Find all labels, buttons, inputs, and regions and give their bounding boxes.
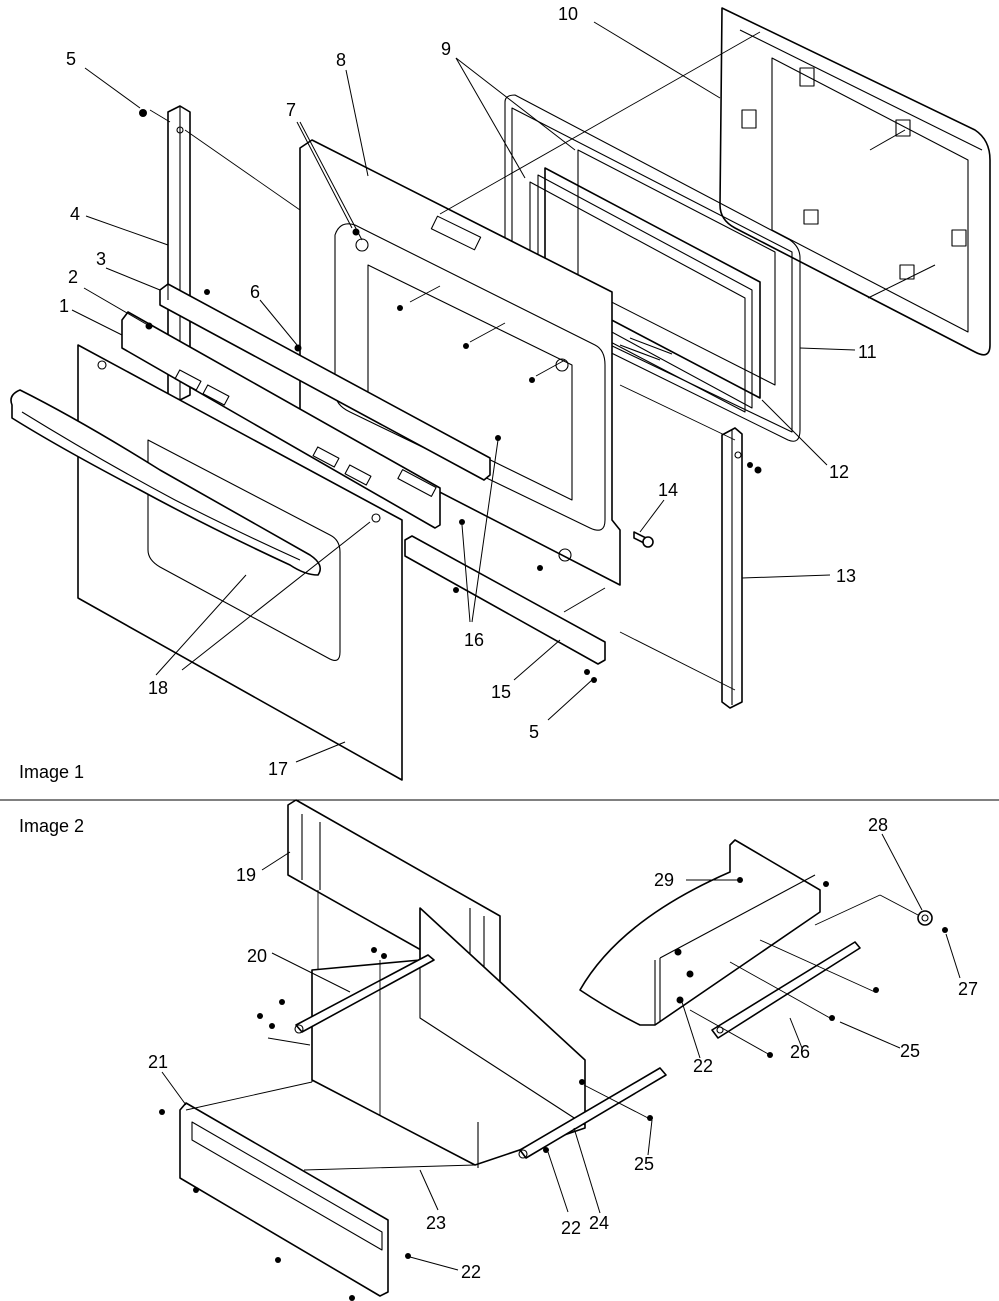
part-26-side-rail bbox=[711, 941, 861, 1039]
callout-27: 27 bbox=[958, 979, 978, 999]
callouts-image-1: 1 2 3 4 5 6 7 8 9 10 11 12 13 14 15 16 1… bbox=[59, 4, 877, 779]
callout-20: 20 bbox=[247, 946, 267, 966]
callout-2: 2 bbox=[68, 267, 78, 287]
part-2-vent-bracket bbox=[121, 311, 441, 529]
drawer-side-panel bbox=[579, 839, 821, 1026]
callout-29: 29 bbox=[654, 870, 674, 890]
part-20-drawer-slide bbox=[294, 954, 435, 1034]
callout-28: 28 bbox=[868, 815, 888, 835]
part-3-top-trim-bar bbox=[159, 283, 491, 481]
callout-5-top: 5 bbox=[66, 49, 76, 69]
callout-22-bottom: 22 bbox=[461, 1262, 481, 1282]
callout-11: 11 bbox=[858, 342, 877, 362]
callout-8: 8 bbox=[336, 50, 346, 70]
image-1-caption: Image 1 bbox=[19, 762, 84, 782]
callout-13: 13 bbox=[836, 566, 856, 586]
screws-image-1 bbox=[139, 109, 762, 683]
part-14-hinge-pin bbox=[633, 531, 654, 548]
callout-16: 16 bbox=[464, 630, 484, 650]
image-1-oven-door-assembly: 1 2 3 4 5 6 7 8 9 10 11 12 13 14 15 16 1… bbox=[10, 4, 991, 782]
part-18-door-handle bbox=[10, 389, 321, 576]
image-2-drawer-assembly: 19 20 21 22 22 22 23 24 25 25 26 27 28 2… bbox=[19, 799, 978, 1301]
extension-lines-image-1 bbox=[149, 31, 761, 691]
callouts-image-2: 19 20 21 22 22 22 23 24 25 25 26 27 28 2… bbox=[148, 815, 978, 1282]
callout-18: 18 bbox=[148, 678, 168, 698]
leader-lines-image-2 bbox=[161, 833, 961, 1271]
callout-10: 10 bbox=[558, 4, 578, 24]
callout-17: 17 bbox=[268, 759, 288, 779]
part-28-roller bbox=[917, 910, 933, 926]
extension-lines-image-2 bbox=[185, 890, 919, 1171]
part-10-door-frame bbox=[719, 7, 991, 356]
callout-24: 24 bbox=[589, 1213, 609, 1233]
callout-22-middle: 22 bbox=[561, 1218, 581, 1238]
callout-12: 12 bbox=[829, 462, 849, 482]
callout-25-right: 25 bbox=[900, 1041, 920, 1061]
callout-25-middle: 25 bbox=[634, 1154, 654, 1174]
callout-22-right: 22 bbox=[693, 1056, 713, 1076]
callout-5-bottom: 5 bbox=[529, 722, 539, 742]
callout-6: 6 bbox=[250, 282, 260, 302]
callout-14: 14 bbox=[658, 480, 678, 500]
screws-image-2 bbox=[159, 877, 948, 1301]
callout-3: 3 bbox=[96, 249, 106, 269]
image-2-caption: Image 2 bbox=[19, 816, 84, 836]
leader-lines-image-1 bbox=[71, 21, 856, 763]
callout-1: 1 bbox=[59, 296, 69, 316]
callout-26: 26 bbox=[790, 1042, 810, 1062]
part-17-outer-door-panel bbox=[77, 344, 403, 781]
part-21-drawer-front bbox=[179, 1102, 389, 1297]
part-23-drawer-body bbox=[311, 907, 586, 1168]
callout-7: 7 bbox=[286, 100, 296, 120]
callout-9: 9 bbox=[441, 39, 451, 59]
callout-21: 21 bbox=[148, 1052, 168, 1072]
callout-23: 23 bbox=[426, 1213, 446, 1233]
part-15-bottom-channel bbox=[404, 535, 606, 665]
part-12-glass-pack bbox=[529, 149, 776, 413]
callout-19: 19 bbox=[236, 865, 256, 885]
part-24-drawer-slide bbox=[518, 1067, 667, 1159]
part-13-right-side-rail bbox=[721, 427, 743, 709]
callout-4: 4 bbox=[70, 204, 80, 224]
callout-15: 15 bbox=[491, 682, 511, 702]
